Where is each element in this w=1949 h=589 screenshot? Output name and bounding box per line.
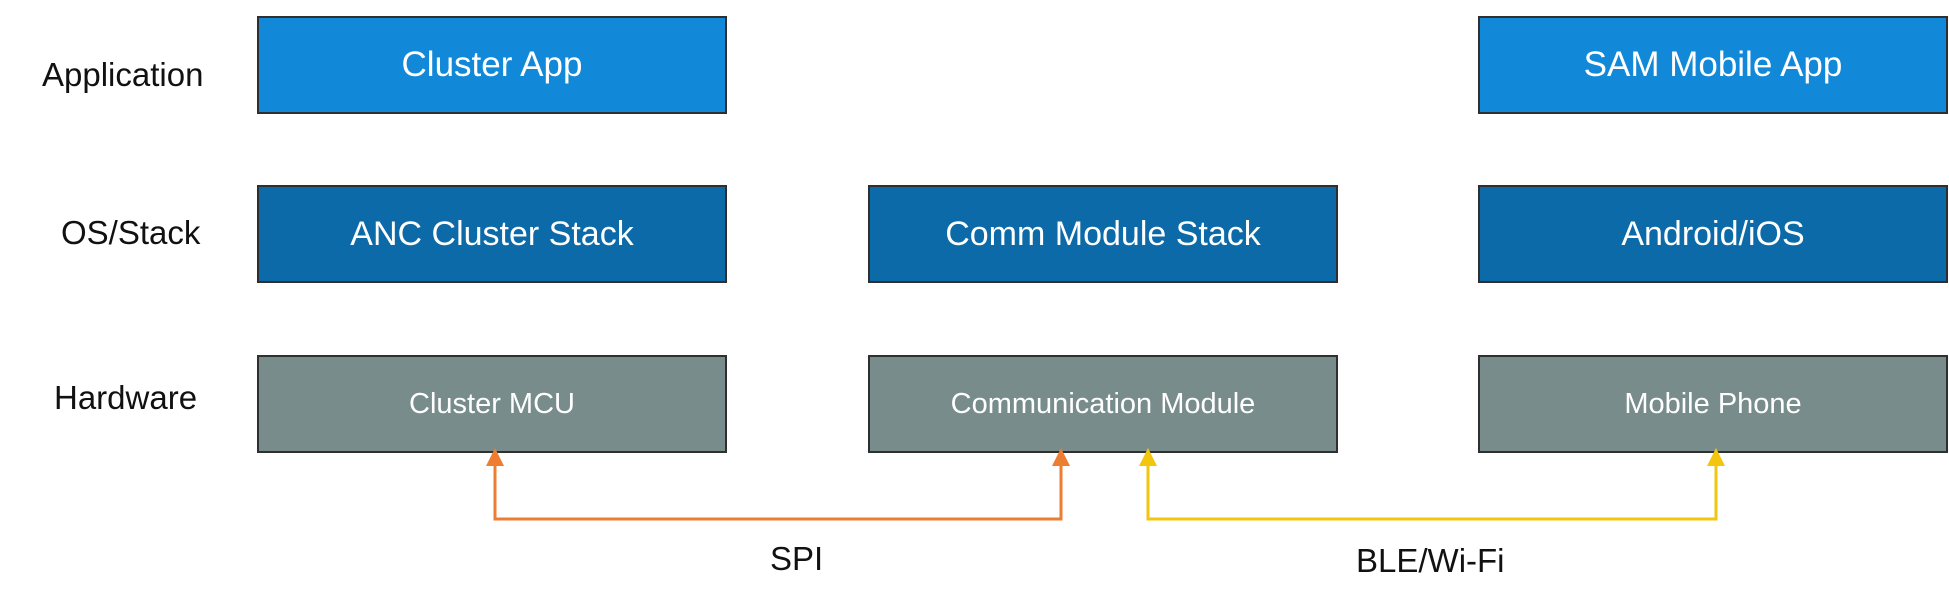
communication-module-box: Communication Module — [868, 355, 1338, 453]
anc-cluster-stack-box: ANC Cluster Stack — [257, 185, 727, 283]
row-label-application: Application — [42, 56, 204, 93]
cluster-mcu-label: Cluster MCU — [409, 387, 575, 420]
cluster-app-label: Cluster App — [401, 45, 583, 84]
android-ios-label: Android/iOS — [1621, 214, 1805, 253]
ble-wifi-label: BLE/Wi-Fi — [1356, 542, 1505, 579]
comm-module-stack-label: Comm Module Stack — [945, 214, 1261, 253]
sam-mobile-app-box: SAM Mobile App — [1478, 16, 1948, 114]
anc-cluster-stack-label: ANC Cluster Stack — [350, 214, 634, 253]
comm-module-stack-box: Comm Module Stack — [868, 185, 1338, 283]
cluster-mcu-box: Cluster MCU — [257, 355, 727, 453]
spi-connector-line — [486, 448, 1070, 521]
ble-wifi-connector-line — [1139, 448, 1725, 521]
row-label-os-stack: OS/Stack — [61, 214, 201, 251]
cluster-app-box: Cluster App — [257, 16, 727, 114]
mobile-phone-label: Mobile Phone — [1624, 387, 1802, 420]
mobile-phone-box: Mobile Phone — [1478, 355, 1948, 453]
row-label-hardware: Hardware — [54, 379, 198, 416]
spi-label: SPI — [770, 540, 824, 577]
communication-module-label: Communication Module — [950, 387, 1256, 420]
android-ios-box: Android/iOS — [1478, 185, 1948, 283]
sam-mobile-app-label: SAM Mobile App — [1583, 45, 1843, 84]
